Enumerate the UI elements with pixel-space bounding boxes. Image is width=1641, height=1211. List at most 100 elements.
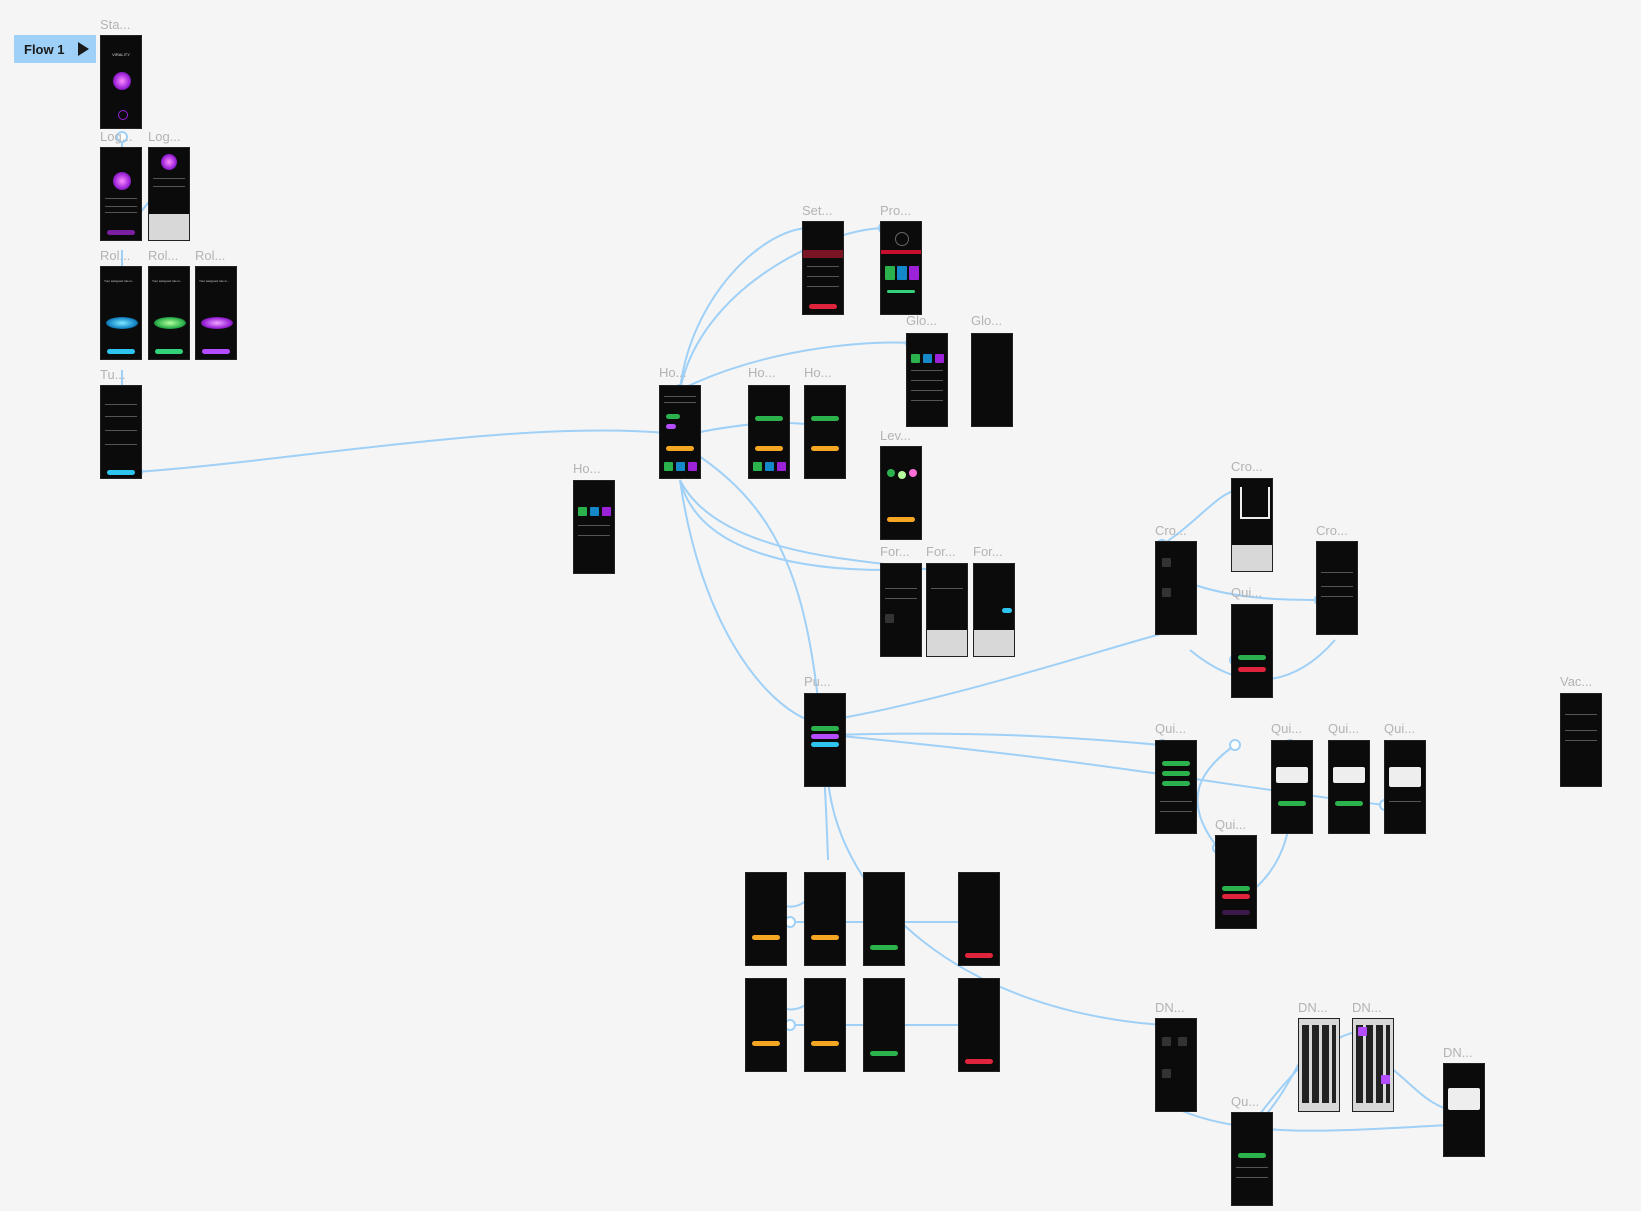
frame-login-1[interactable] [100, 147, 142, 241]
orb-icon [113, 72, 131, 90]
orb-icon [161, 154, 177, 170]
platform-icon [154, 317, 186, 329]
frame-label: Ho... [804, 365, 832, 380]
frame-label: Qui... [1384, 721, 1416, 736]
frame-grid-a2[interactable] [804, 872, 846, 966]
avatar [895, 232, 909, 246]
connector-line [689, 449, 829, 861]
frame-label: Glo... [906, 313, 938, 328]
frame-label: Sta... [100, 17, 131, 32]
role-caption: Your assigned role is... [104, 279, 135, 283]
frame-home-4[interactable] [573, 480, 615, 574]
platform-icon [201, 317, 233, 329]
role-caption: Your assigned role is... [199, 279, 230, 283]
frame-label: Qui... [1328, 721, 1360, 736]
frame-label: Qui... [1231, 585, 1263, 600]
frame-quiz-5[interactable] [1384, 740, 1426, 834]
frame-grid-b3[interactable] [863, 978, 905, 1072]
frame-label: Qu... [1231, 1094, 1260, 1109]
frame-profile[interactable] [880, 221, 922, 315]
frame-crossword-2[interactable] [1155, 541, 1197, 635]
frame-quiz-7[interactable] [1231, 1112, 1273, 1206]
connector-line [679, 479, 886, 571]
keyboard[interactable] [149, 214, 189, 240]
role-caption: Your assigned role is... [152, 279, 183, 283]
frame-splash[interactable]: VIRALITY [100, 35, 142, 129]
frame-label: Tu... [100, 367, 126, 382]
frame-forum-2[interactable] [926, 563, 968, 657]
frame-label: DN... [1352, 1000, 1382, 1015]
frame-label: Log... [100, 129, 133, 144]
frame-label: Lev... [880, 428, 911, 443]
connector-line [1194, 584, 1321, 601]
frame-global-2[interactable] [971, 333, 1013, 427]
frame-grid-b1[interactable] [745, 978, 787, 1072]
frame-quiz-6[interactable] [1215, 835, 1257, 929]
connector-line [679, 227, 809, 391]
orb-icon [113, 172, 131, 190]
frame-dn-3[interactable] [1352, 1018, 1394, 1112]
frame-role-2[interactable]: Your assigned role is... [148, 266, 190, 360]
frame-label: Pro... [880, 203, 912, 218]
frame-forum-3[interactable] [973, 563, 1015, 657]
keyboard[interactable] [927, 630, 967, 656]
frame-label: Glo... [971, 313, 1003, 328]
frame-label: Set... [802, 203, 833, 218]
frame-quiz-4[interactable] [1328, 740, 1370, 834]
frame-label: Rol... [148, 248, 179, 263]
play-icon[interactable] [78, 42, 89, 56]
connector-line [136, 429, 666, 473]
frame-grid-a3[interactable] [863, 872, 905, 966]
keyboard[interactable] [1232, 545, 1272, 571]
frame-quiz-3[interactable] [1271, 740, 1313, 834]
frame-settings[interactable] [802, 221, 844, 315]
platform-icon [106, 317, 138, 329]
frame-quiz-2[interactable] [1155, 740, 1197, 834]
frame-tutorial[interactable] [100, 385, 142, 479]
frame-dn-1[interactable] [1155, 1018, 1197, 1112]
frame-forum-1[interactable] [880, 563, 922, 657]
connector-line [829, 732, 1163, 746]
frame-home-3[interactable] [804, 385, 846, 479]
frame-vacant[interactable] [1560, 693, 1602, 787]
connector-node[interactable] [1229, 739, 1241, 751]
frame-label: For... [973, 544, 1003, 559]
frame-crossword-1[interactable] [1231, 478, 1273, 572]
frame-grid-a1[interactable] [745, 872, 787, 966]
frame-label: Qui... [1271, 721, 1303, 736]
frame-label: Rol... [195, 248, 226, 263]
frame-role-1[interactable]: Your assigned role is... [100, 266, 142, 360]
frame-home-1[interactable] [659, 385, 701, 479]
frame-role-3[interactable]: Your assigned role is... [195, 266, 237, 360]
frame-home-2[interactable] [748, 385, 790, 479]
frame-label: DN... [1155, 1000, 1185, 1015]
keyboard[interactable] [974, 630, 1014, 656]
frame-grid-b4[interactable] [958, 978, 1000, 1072]
frame-grid-a4[interactable] [958, 872, 1000, 966]
connector-node[interactable] [116, 131, 128, 143]
frame-dn-4[interactable] [1443, 1063, 1485, 1157]
frame-global-1[interactable] [906, 333, 948, 427]
flow-name: Flow 1 [24, 41, 65, 57]
connector-line [829, 629, 1176, 721]
frame-label: Cro... [1155, 523, 1187, 538]
connector-line [679, 227, 885, 391]
frame-login-2[interactable] [148, 147, 190, 241]
frame-label: For... [926, 544, 956, 559]
app-title: VIRALITY [112, 52, 130, 57]
frame-label: Ho... [573, 461, 601, 476]
frame-quiz-1[interactable] [1231, 604, 1273, 698]
frame-levels[interactable] [880, 446, 922, 540]
spinner-icon [118, 110, 128, 120]
frame-grid-b2[interactable] [804, 978, 846, 1072]
frame-label: Rol... [100, 248, 131, 263]
frame-crossword-3[interactable] [1316, 541, 1358, 635]
frame-label: DN... [1443, 1045, 1473, 1060]
frame-dn-2[interactable] [1298, 1018, 1340, 1112]
frame-label: Log... [148, 129, 181, 144]
frame-puzzle[interactable] [804, 693, 846, 787]
connector-line [679, 341, 912, 391]
frame-label: Qui... [1155, 721, 1187, 736]
flow-start-tag[interactable]: Flow 1 [14, 35, 96, 63]
